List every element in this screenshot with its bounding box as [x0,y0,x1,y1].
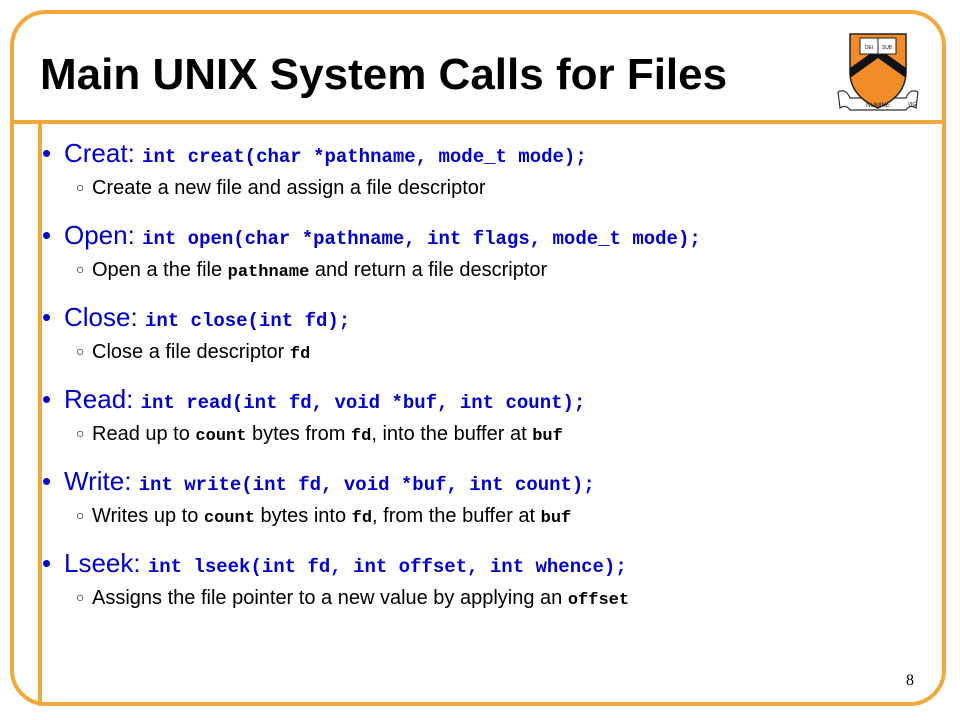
bullet-icon: • [42,548,52,578]
sub-bullet-icon: ○ [76,589,85,605]
bullet-list: • Creat: int creat(char *pathname, mode_t… [42,134,948,612]
syscall-description: ○ Assigns the file pointer to a new value… [42,582,948,612]
description-text: bytes into [254,505,352,527]
description-text: Read up to [92,423,196,445]
list-item: • Close: int close(int fd); ○ Close a file … [42,298,948,366]
description-text: bytes from [246,423,351,445]
syscall-signature: int read(int fd, void *buf, int count); [140,392,586,414]
syscall-description: ○ Create a new file and assign a file des… [42,172,948,202]
syscall-signature: int write(int fd, void *buf, int count); [138,474,595,496]
inline-code: fd [350,427,372,446]
bullet-icon: • [42,384,52,414]
syscall-label: Write: [64,466,132,496]
syscall-description: ○ Close a file descriptor fd [42,336,948,366]
inline-code: fd [351,509,373,528]
syscall-label: Creat: [64,138,135,168]
sub-bullet-icon: ○ [76,261,85,277]
syscall-description: ○ Writes up to count bytes into fd, from … [42,500,948,530]
syscall-heading: • Close: int close(int fd); [42,298,948,336]
syscall-signature: int lseek(int fd, int offset, int whence… [147,556,627,578]
description-text: , from the buffer at [372,505,541,527]
bullet-icon: • [42,466,52,496]
inline-code: fd [289,345,311,364]
description-text: Writes up to [92,505,204,527]
logo-text-right: SUB [882,45,893,51]
slide-frame [10,10,946,706]
list-item: • Write: int write(int fd, void *buf, int… [42,462,948,530]
slide-title: Main UNIX System Calls for Files [40,50,728,99]
syscall-signature: int open(char *pathname, int flags, mode… [142,228,701,250]
sub-bullet-icon: ○ [76,343,85,359]
inline-code: buf [540,509,572,528]
syscall-signature: int creat(char *pathname, mode_t mode); [142,146,587,168]
list-item: • Lseek: int lseek(int fd, int offset, in… [42,544,948,612]
syscall-description: ○ Read up to count bytes from fd, into th… [42,418,948,448]
princeton-shield-icon: DEI SUB NUMINE VIG [837,33,919,111]
syscall-label: Lseek: [64,548,141,578]
syscall-heading: • Read: int read(int fd, void *buf, int c… [42,380,948,418]
syscall-heading: • Write: int write(int fd, void *buf, int… [42,462,948,500]
inline-code: count [203,509,255,528]
description-text: and return a file descriptor [309,259,548,281]
description-text: , into the buffer at [371,423,533,445]
left-margin-rule [38,120,42,706]
syscall-heading: • Open: int open(char *pathname, int flag… [42,216,948,254]
syscall-label: Open: [64,220,135,250]
syscall-heading: • Lseek: int lseek(int fd, int offset, in… [42,544,948,582]
list-item: • Creat: int creat(char *pathname, mode_t… [42,134,948,202]
sub-bullet-icon: ○ [76,179,85,195]
logo-banner-text-right: VIG [908,102,917,108]
logo-banner-text: NUMINE [866,103,890,109]
inline-code: pathname [227,263,310,282]
syscall-label: Close: [64,302,138,332]
bullet-icon: • [42,138,52,168]
description-text: Open a the file [92,259,228,281]
logo-text-left: DEI [865,45,873,51]
bullet-icon: • [42,302,52,332]
inline-code: buf [532,427,563,446]
list-item: • Read: int read(int fd, void *buf, int c… [42,380,948,448]
syscall-label: Read: [64,384,134,414]
list-item: • Open: int open(char *pathname, int flag… [42,216,948,284]
description-text: Create a new file and assign a file desc… [92,177,486,199]
page-number: 8 [906,672,914,689]
sub-bullet-icon: ○ [76,425,85,441]
syscall-heading: • Creat: int creat(char *pathname, mode_t… [42,134,948,172]
description-text: Close a file descriptor [92,341,290,363]
inline-code: count [195,427,247,446]
sub-bullet-icon: ○ [76,507,85,523]
syscall-signature: int close(int fd); [144,310,351,332]
syscall-description: ○ Open a the file pathname and return a f… [42,254,948,284]
inline-code: offset [567,591,630,610]
description-text: Assigns the file pointer to a new value … [92,587,568,609]
title-divider [10,120,946,124]
bullet-icon: • [42,220,52,250]
